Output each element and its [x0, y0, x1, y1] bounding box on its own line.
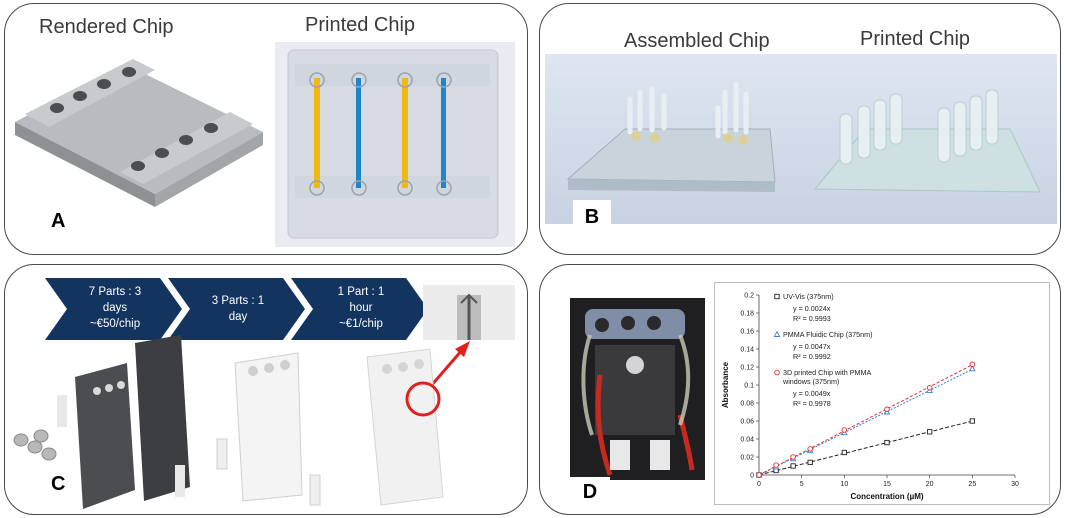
- panel-b-photo: [545, 54, 1057, 224]
- series-2: [756, 361, 976, 478]
- data-point: [807, 446, 813, 452]
- data-point: [807, 459, 813, 466]
- stage2-parts-image: [216, 352, 321, 506]
- data-point: [927, 429, 933, 435]
- y-tick-label: 0.16: [740, 329, 754, 336]
- y-tick-label: 0.06: [740, 419, 754, 426]
- data-point: [773, 462, 779, 468]
- magnify-arrow: [428, 341, 470, 388]
- rendered-chip-image: [15, 59, 263, 207]
- panel-b-letter: B: [584, 205, 600, 228]
- highlight-circle: [405, 381, 441, 417]
- legend-annotation: windows (375nm): [782, 377, 839, 386]
- legend-annotation: R² = 0.9992: [793, 352, 831, 361]
- panel-a-illustration: [15, 42, 515, 247]
- fitting-inset-image: [423, 285, 515, 340]
- panel-c: 7 Parts : 3 days ~€50/chip 3 Parts : 1 d…: [4, 264, 528, 515]
- data-point: [969, 361, 976, 368]
- absorbance-chart: 0 5 10 15 20 25 30 0 0.02 0.04 0.06 0.08 0.1 0.12 0.14…: [714, 282, 1050, 505]
- y-tick-label: 0.2: [744, 293, 754, 300]
- y-tick-label: 0.12: [740, 365, 754, 372]
- data-point: [884, 406, 890, 413]
- data-point: [756, 472, 762, 478]
- x-tick-label: 0: [757, 481, 761, 488]
- y-tick-label: 0.08: [740, 401, 754, 408]
- legend-marker: [774, 293, 780, 300]
- legend-annotation: y = 0.0024x: [793, 304, 831, 313]
- chart-svg: 0 5 10 15 20 25 30 0 0.02 0.04 0.06 0.08 0.1 0.12 0.14…: [721, 292, 1019, 501]
- y-axis-title: Absorbance: [721, 361, 730, 408]
- data-point: [884, 439, 890, 446]
- y-tick-label: 0.04: [740, 437, 754, 444]
- printed-chip-label-b: Printed Chip: [860, 28, 971, 50]
- chevron-2-line1: 3 Parts : 1: [211, 295, 265, 307]
- legend-annotation: R² = 0.9978: [793, 399, 831, 408]
- chevron-3-line1: 1 Part : 1: [337, 286, 385, 298]
- stage1-parts-image: [13, 335, 190, 509]
- panel-b-letter-box: B: [573, 200, 611, 234]
- chevron-step-2: [168, 278, 305, 340]
- x-tick-label: 20: [926, 481, 934, 488]
- legend-annotation: y = 0.0047x: [793, 342, 831, 351]
- assembled-chip-label: Assembled Chip: [624, 30, 770, 52]
- panel-d-letter-box: D: [570, 477, 610, 507]
- x-tick-label: 25: [968, 481, 976, 488]
- legend-series-name: 3D printed Chip with PMMA: [783, 368, 871, 377]
- y-tick-label: 0.1: [744, 383, 754, 390]
- panel-d-photo: [570, 298, 705, 480]
- chevron-1-text: 7 Parts : 3 days ~€50/chip: [60, 284, 170, 332]
- panel-c-illustration: [13, 278, 515, 509]
- legend-annotation: y = 0.0049x: [793, 389, 831, 398]
- panel-d-letter: D: [582, 480, 598, 503]
- panel-c-letter: C: [51, 473, 66, 495]
- legend-series-name: PMMA Fluidic Chip (375nm): [783, 330, 872, 339]
- data-point: [926, 384, 933, 391]
- chevron-3-text: 1 Part : 1 hour ~€1/chip: [306, 284, 416, 332]
- chevron-step-1: [45, 278, 182, 340]
- data-point: [841, 427, 848, 433]
- chip-setup-photo: [570, 298, 705, 480]
- chevron-1-line2: days: [102, 302, 128, 314]
- chevron-step-3: [291, 278, 428, 340]
- data-point: [790, 454, 796, 460]
- legend-marker: [774, 369, 780, 376]
- y-tick-label: 0.02: [740, 455, 754, 462]
- y-tick-label: 0.18: [740, 311, 754, 318]
- x-axis-title: Concentration (µM): [850, 492, 923, 501]
- data-point: [968, 365, 976, 372]
- printed-chip-label: Printed Chip: [305, 14, 416, 36]
- legend-series-name: UV-Vis (375nm): [783, 292, 834, 301]
- x-tick-label: 5: [800, 481, 804, 488]
- rendered-chip-label: Rendered Chip: [39, 16, 174, 38]
- chevron-1-line1: 7 Parts : 3: [88, 286, 142, 298]
- process-chevrons: [45, 278, 428, 340]
- legend-marker: [773, 330, 781, 337]
- x-tick-label: 10: [840, 481, 848, 488]
- data-point: [969, 418, 975, 424]
- chevron-2-line2: day: [228, 311, 248, 323]
- chevron-1-line3: ~€50/chip: [89, 318, 141, 330]
- x-tick-label: 15: [883, 481, 891, 488]
- printed-chip-photo: [275, 42, 515, 247]
- series-0: [756, 418, 975, 478]
- y-tick-label: 0.14: [740, 347, 754, 354]
- panel-a-letter: A: [51, 210, 66, 232]
- chevron-3-line3: ~€1/chip: [339, 318, 383, 330]
- panel-b: Assembled Chip Printed Chip B: [539, 3, 1061, 255]
- panel-d: D 0 5 10 15 20 25 30 0 0.02 0.04 0.06 0.08 0.1 0.12 0.…: [539, 264, 1061, 515]
- data-point: [841, 449, 847, 456]
- x-tick-label: 30: [1011, 481, 1019, 488]
- assembled-chip-image: [566, 81, 776, 192]
- printed-chip-image-b: [813, 89, 1041, 193]
- y-tick-label: 0: [750, 473, 754, 480]
- stage3-part-image: [366, 348, 444, 506]
- chevron-2-text: 3 Parts : 1 day: [183, 293, 293, 325]
- legend-annotation: R² = 0.9993: [793, 314, 831, 323]
- panel-a: Rendered Chip Printed Chip A: [4, 3, 528, 255]
- chevron-3-line2: hour: [349, 302, 373, 314]
- data-point: [790, 463, 796, 469]
